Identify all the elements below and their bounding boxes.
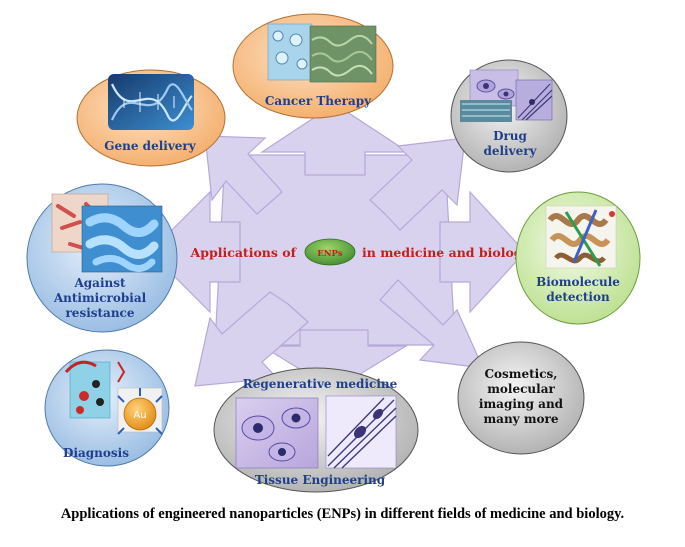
arrow-up-cancer — [259, 103, 411, 176]
tissue-cells-image — [235, 395, 397, 469]
biomolecule-label-line1: Biomolecule — [536, 275, 620, 289]
cancer-cells-image — [267, 23, 377, 83]
diagnosis-image: Au — [64, 360, 163, 435]
tissue-engineering-label: Tissue Engineering — [255, 473, 386, 487]
node-diagnosis: Au Diagnosis — [44, 349, 170, 467]
figure-caption: Applications of engineered nanoparticles… — [60, 506, 625, 522]
node-gene-delivery: Gene delivery — [76, 69, 226, 167]
center-title-prefix: Applications of — [190, 245, 298, 260]
cosmetics-label-line3: imaging and — [479, 397, 564, 411]
arrow-left-antimicrobial — [149, 190, 241, 314]
enps-badge — [304, 238, 356, 266]
drug-delivery-label-line1: Drug — [493, 129, 527, 143]
cosmetics-label-line4: many more — [483, 412, 558, 426]
node-cosmetics: Cosmetics, molecular imaging and many mo… — [457, 341, 585, 455]
node-cancer-therapy: Cancer Therapy — [232, 13, 394, 119]
drug-cells-image — [460, 69, 553, 122]
au-nanoparticle-label: Au — [133, 410, 146, 421]
enp-applications-diagram: Applications of ENPs in medicine and bio… — [26, 13, 641, 493]
gene-delivery-label: Gene delivery — [104, 139, 196, 153]
cancer-therapy-label: Cancer Therapy — [265, 94, 372, 108]
node-antimicrobial: Against Antimicrobial resistance — [26, 183, 178, 333]
arrow-right-biomolecule — [439, 190, 526, 314]
enps-badge-label: ENPs — [317, 249, 343, 259]
drug-delivery-label-line2: delivery — [483, 144, 537, 158]
antimicrobial-label-line1: Against — [73, 276, 126, 290]
regenerative-medicine-label: Regenerative medicine — [243, 377, 398, 391]
bacteria-image — [51, 193, 163, 273]
node-drug-delivery: Drug delivery — [450, 59, 568, 173]
dna-helix-image — [108, 74, 194, 130]
arrow-down-regenerative — [259, 329, 409, 391]
center-title: Applications of ENPs in medicine and bio… — [190, 238, 531, 266]
diagnosis-label: Diagnosis — [63, 446, 129, 460]
antimicrobial-label-line3: resistance — [65, 306, 134, 320]
center-title-suffix: in medicine and biology — [362, 245, 531, 260]
node-biomolecule: Biomolecule detection — [515, 191, 641, 325]
antimicrobial-label-line2: Antimicrobial — [53, 291, 147, 305]
arrow-downleft-diagnosis — [194, 291, 309, 387]
cosmetics-label-line1: Cosmetics, — [485, 367, 558, 381]
biomolecule-label-line2: detection — [546, 290, 610, 304]
cosmetics-label-line2: molecular — [487, 382, 555, 396]
protein-structure-image — [545, 205, 617, 269]
node-regenerative: Regenerative medicine Tissue Engineering — [213, 367, 419, 493]
